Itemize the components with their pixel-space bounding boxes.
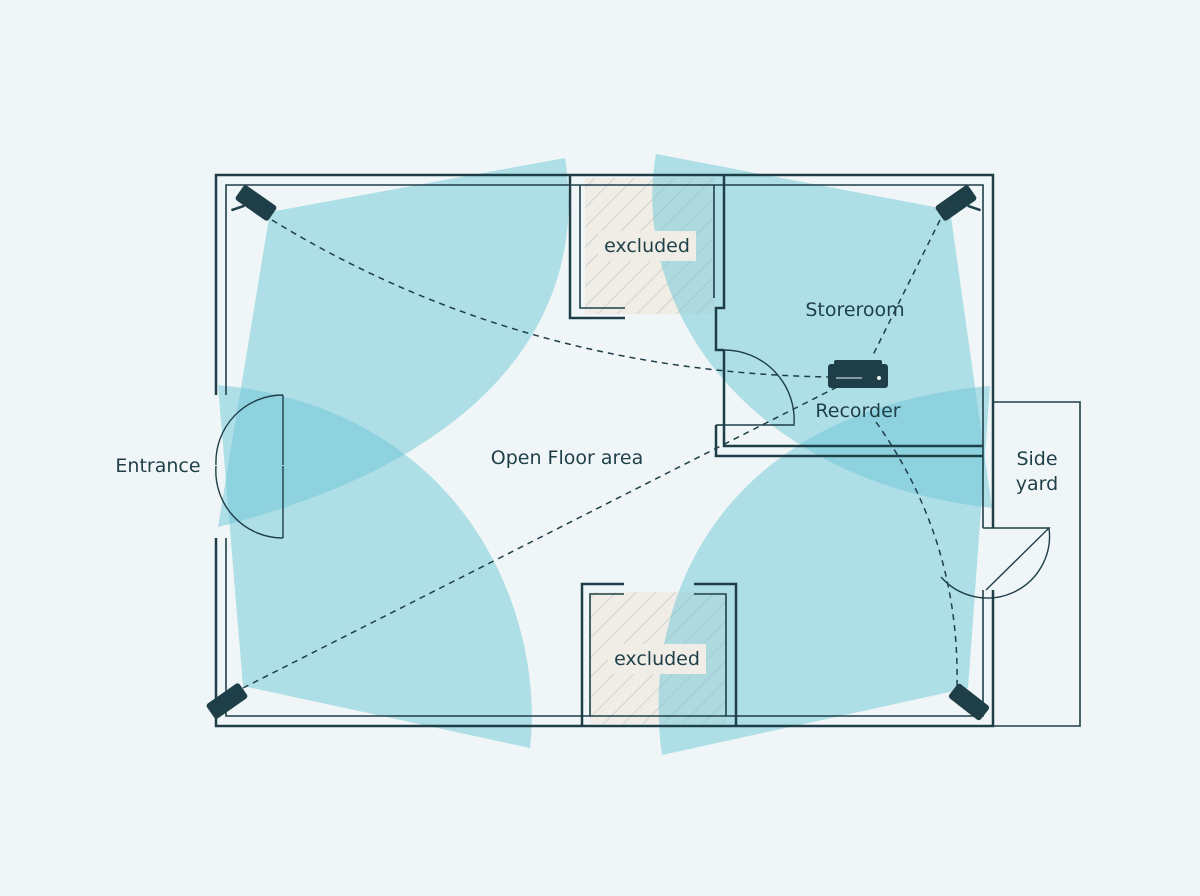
cctv-camera-icon [948,683,990,721]
coverage-zone-bottom-left [218,385,532,748]
entrance-door-lower [215,465,284,539]
link-bottom-right [875,421,958,687]
excluded-label-top: excluded [604,235,690,257]
cctv-camera-icon [231,185,277,221]
excluded-label-bg-bottom [608,644,706,674]
open-floor-label: Open Floor area [491,447,643,469]
link-top-right [871,219,941,358]
camera-links [242,219,958,689]
cctv-camera-icon [206,683,248,719]
coverage-zone-bottom-right [658,386,990,755]
entrance-label: Entrance [115,455,200,477]
cctv-camera-icon [935,185,981,221]
walls [214,173,1081,728]
storeroom-door [723,349,795,426]
excluded-label-bottom: excluded [614,648,700,670]
side-yard-label-line2: yard [1016,473,1058,495]
side-yard-door [940,527,1051,599]
link-top-left [271,219,831,378]
recorder-label: Recorder [815,400,900,422]
nvr-recorder-icon [828,360,888,388]
storeroom-label: Storeroom [805,299,904,321]
excluded-label-bg-top [598,231,696,261]
entrance-door-upper [215,394,284,466]
link-bottom-left [242,382,846,689]
side-yard-label-line1: Side [1016,448,1057,470]
doors [215,349,1051,599]
coverage-zones [218,154,992,755]
